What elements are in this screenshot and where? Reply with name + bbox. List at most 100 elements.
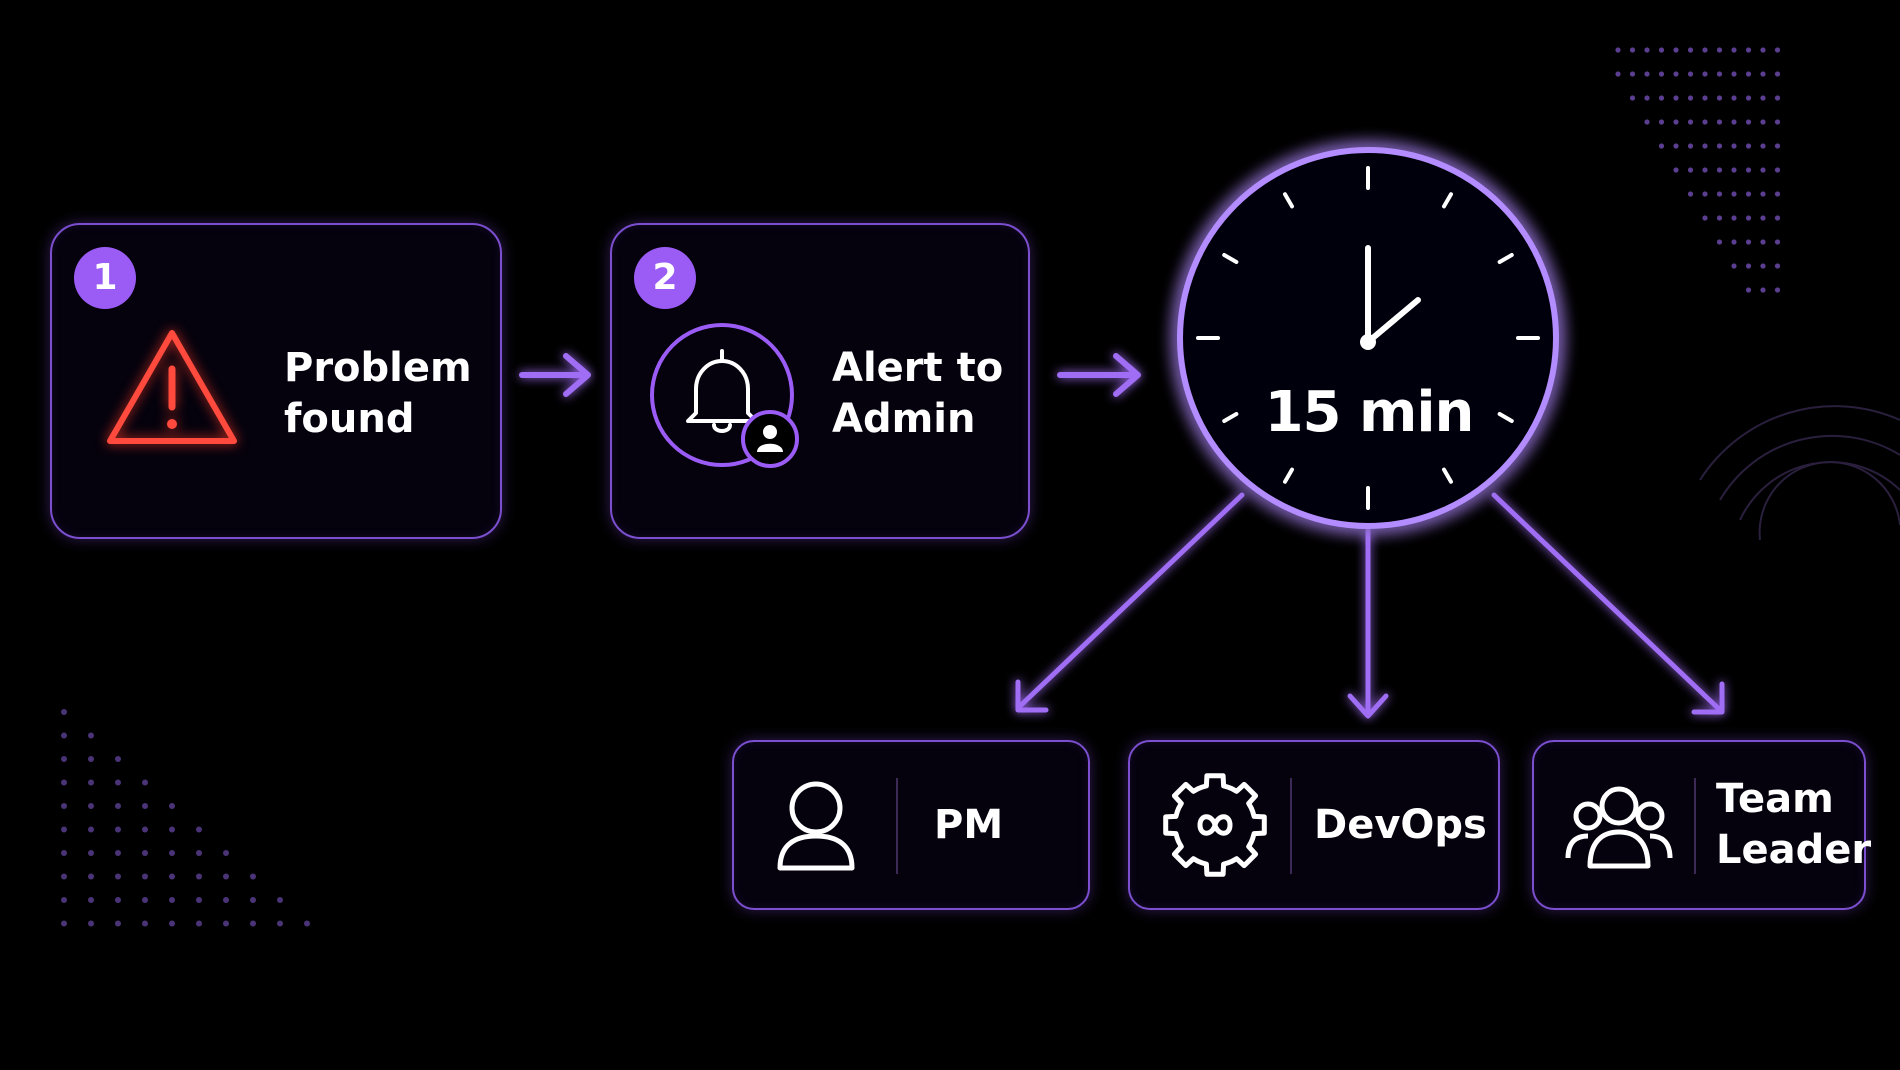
decorative-dot <box>1702 167 1708 173</box>
decorative-dot <box>1760 263 1766 269</box>
decorative-dot <box>115 826 121 833</box>
team-icon <box>1564 782 1674 872</box>
decorative-dot <box>1716 143 1723 149</box>
decorative-dot <box>1760 215 1766 221</box>
decorative-dot <box>169 920 175 927</box>
decorative-dot <box>1702 71 1708 77</box>
decorative-dot <box>1673 71 1679 77</box>
arrow-timer-to-pm <box>1015 492 1245 713</box>
decorative-dot <box>1760 191 1766 197</box>
decorative-dot <box>1687 95 1694 101</box>
decorative-dot <box>142 850 148 856</box>
clock-tick <box>1283 467 1294 484</box>
decorative-dot <box>61 779 67 786</box>
decorative-dot <box>1731 71 1737 77</box>
person-icon <box>774 778 858 874</box>
decorative-dot <box>223 920 229 927</box>
decorative-dot <box>115 897 121 903</box>
recipient-devops: DevOps <box>1128 740 1500 910</box>
decorative-dot <box>223 873 229 880</box>
recipient-label: PM <box>934 802 1004 848</box>
decorative-dot <box>1629 47 1636 53</box>
decorative-dot <box>1658 71 1665 77</box>
decorative-dot <box>1745 191 1752 197</box>
gear-infinity-icon <box>1160 770 1270 880</box>
recipient-label: Team Leader <box>1716 776 1872 873</box>
decorative-dot-grid-top-right <box>1615 47 1781 293</box>
decorative-dot <box>250 897 256 903</box>
divider <box>896 778 898 874</box>
clock-tick <box>1222 412 1239 423</box>
decorative-dot <box>1731 191 1737 197</box>
decorative-dot <box>1745 119 1752 125</box>
arrow-step2-to-timer <box>1057 353 1141 397</box>
decorative-dot <box>61 920 67 927</box>
decorative-dot <box>169 850 175 856</box>
decorative-dot <box>1687 191 1694 197</box>
decorative-dot <box>1774 215 1781 221</box>
decorative-dot <box>1774 71 1781 77</box>
decorative-dot <box>250 920 256 927</box>
decorative-dot <box>1658 95 1665 101</box>
decorative-dot <box>1687 167 1694 173</box>
decorative-dot <box>1644 47 1650 53</box>
decorative-dot <box>1760 287 1766 293</box>
step-problem-found: 1 Problem found <box>50 223 502 539</box>
decorative-dot <box>1760 119 1766 125</box>
clock-tick <box>1497 253 1514 264</box>
decorative-dot <box>1716 119 1723 125</box>
decorative-dot <box>1774 191 1781 197</box>
decorative-dot <box>1615 71 1621 77</box>
decorative-dot <box>1702 95 1708 101</box>
decorative-dot <box>1745 263 1752 269</box>
divider <box>1290 778 1292 874</box>
step-label: Alert to Admin <box>832 345 1004 442</box>
decorative-dot <box>223 850 229 856</box>
decorative-dot <box>1774 95 1781 101</box>
decorative-dot <box>61 897 67 903</box>
decorative-dot-grid-bottom-left <box>61 709 310 927</box>
decorative-dot <box>1716 215 1723 221</box>
clock-tick <box>1442 192 1453 209</box>
decorative-dot <box>115 873 121 880</box>
decorative-dot <box>1774 47 1781 53</box>
decorative-dot <box>1673 47 1679 53</box>
decorative-dot <box>169 873 175 880</box>
step-alert-to-admin: 2 Alert to Admin <box>610 223 1030 539</box>
decorative-dot <box>1731 95 1737 101</box>
decorative-dot <box>1687 143 1694 149</box>
decorative-dot <box>1673 95 1679 101</box>
decorative-dot <box>250 873 256 880</box>
clock-tick <box>1497 412 1514 423</box>
decorative-dot <box>304 920 310 927</box>
recipient-pm: PM <box>732 740 1090 910</box>
decorative-dot <box>196 826 202 833</box>
decorative-dot <box>1745 239 1752 245</box>
arrow-timer-to-team-leader <box>1491 492 1725 715</box>
decorative-dot <box>1629 71 1636 77</box>
decorative-dot <box>142 873 148 880</box>
decorative-dot <box>142 779 148 786</box>
decorative-dot <box>1745 71 1752 77</box>
decorative-dot <box>115 779 121 786</box>
decorative-dot <box>1774 167 1781 173</box>
decorative-dot <box>61 732 67 739</box>
decorative-dot <box>1702 191 1708 197</box>
divider <box>1694 778 1696 874</box>
decorative-dot <box>1658 47 1665 53</box>
decorative-dot <box>88 873 94 880</box>
decorative-dot <box>1731 215 1737 221</box>
decorative-dot <box>1673 167 1679 173</box>
decorative-dot <box>1658 143 1665 149</box>
decorative-dot <box>1673 119 1679 125</box>
step-number-badge: 2 <box>634 247 696 309</box>
decorative-dot <box>88 803 94 809</box>
decorative-dot <box>142 803 148 809</box>
decorative-dot <box>1745 95 1752 101</box>
decorative-dot <box>1760 143 1766 149</box>
decorative-dot <box>1702 215 1708 221</box>
decorative-dot <box>142 897 148 903</box>
decorative-dot <box>88 920 94 927</box>
timer-label: 15 min <box>1264 380 1475 445</box>
